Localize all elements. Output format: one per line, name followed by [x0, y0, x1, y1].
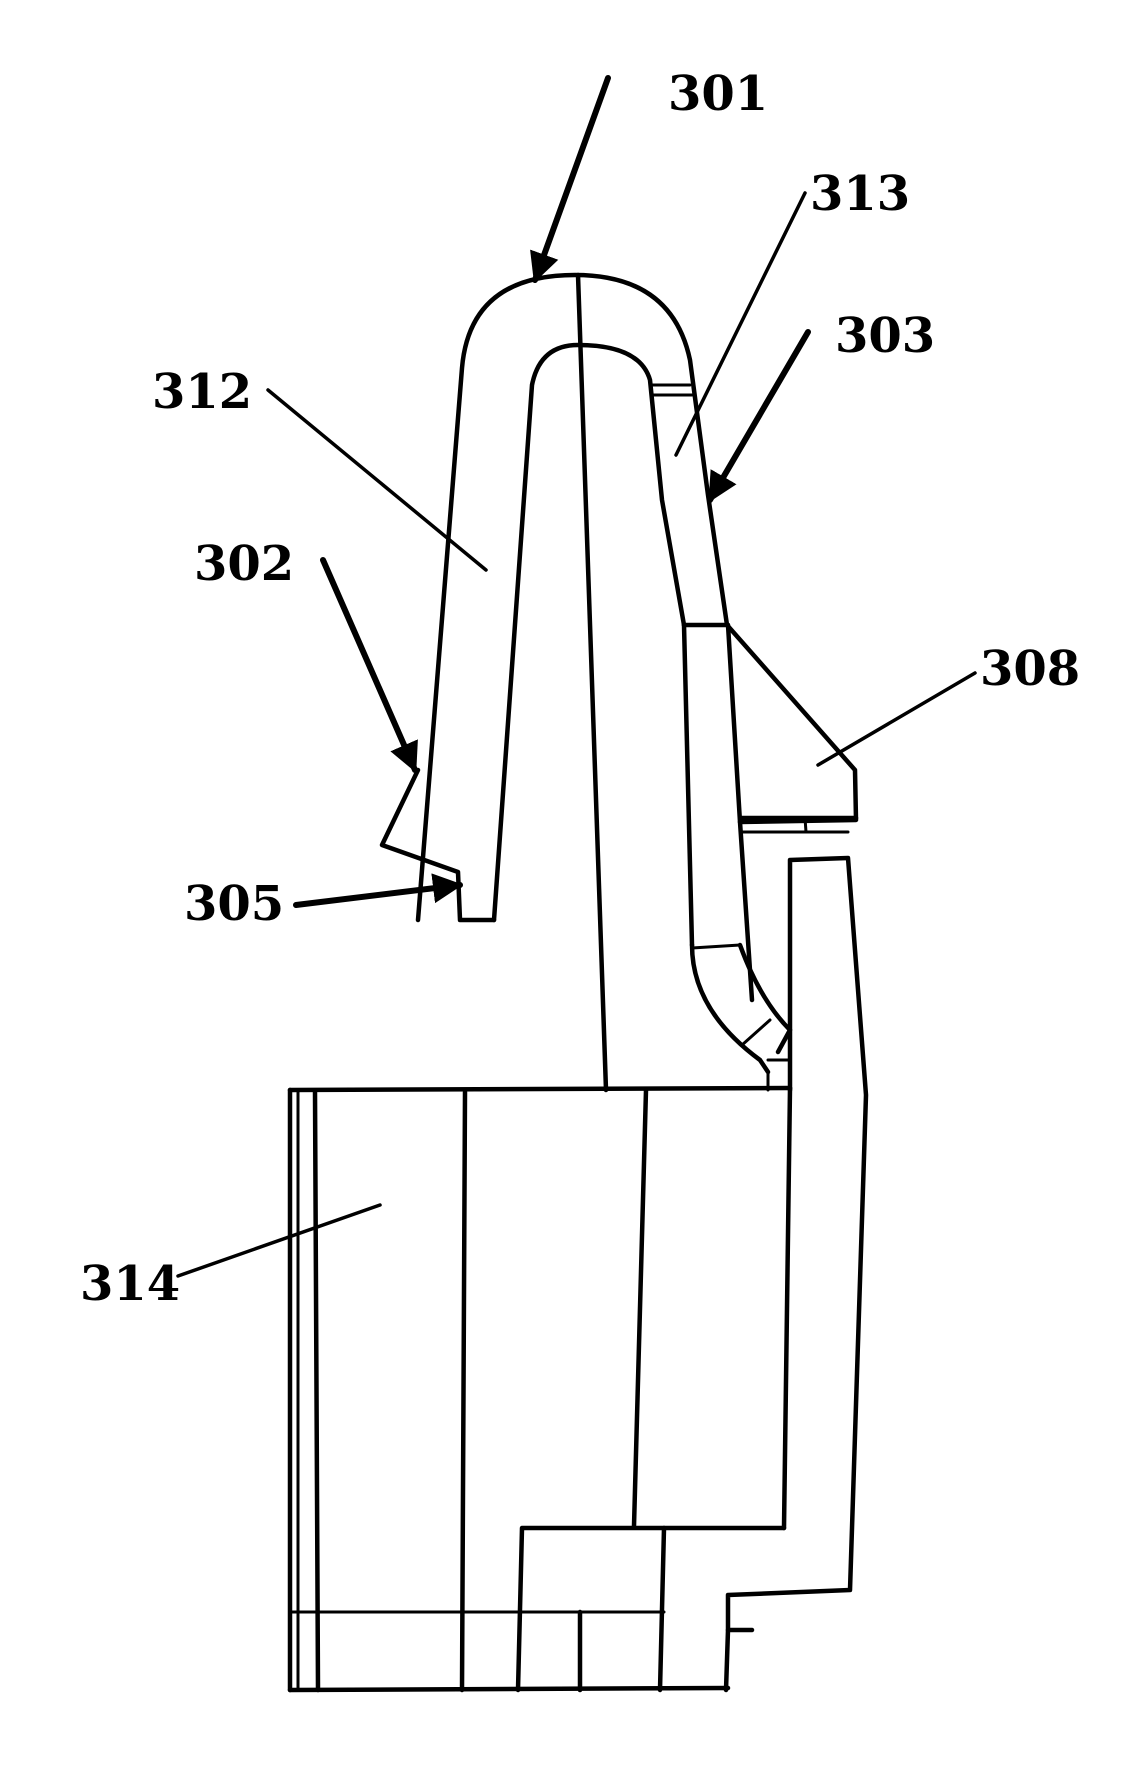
- leader-313: [674, 191, 807, 457]
- label-313: 313: [810, 166, 910, 222]
- block-bottom: [287, 1685, 731, 1693]
- leader-314: [176, 1203, 382, 1278]
- right-column: [681, 622, 755, 1003]
- block-left-3: [312, 1089, 321, 1693]
- label-308: 308: [980, 641, 1080, 697]
- shoulder-tick: [803, 816, 808, 834]
- label-312: 312: [152, 364, 252, 420]
- label-302: 302: [194, 536, 294, 592]
- label-314: 314: [80, 1256, 180, 1312]
- label-305: 305: [184, 876, 284, 932]
- arrow-303: [707, 329, 811, 503]
- block-top: [287, 1085, 793, 1093]
- leader-308: [816, 671, 977, 767]
- block-div-1: [459, 1089, 468, 1693]
- shoulder-308: [724, 622, 859, 825]
- left-hook: [379, 767, 497, 923]
- right-column-inner: [681, 622, 695, 948]
- elbow-inner: [737, 942, 793, 1055]
- lower-block: [287, 1085, 793, 1693]
- block-step-3: [723, 1627, 731, 1693]
- block-step: [515, 1525, 787, 1693]
- outer-arch: [415, 272, 730, 923]
- arrow-302: [320, 557, 418, 773]
- right-parts: [681, 622, 859, 1092]
- block-step-2: [657, 1525, 667, 1693]
- post-outline: [725, 855, 869, 1633]
- annotations: [176, 75, 977, 1278]
- block-div-2: [631, 1087, 649, 1529]
- elbow-rung: [740, 1018, 772, 1047]
- elbow-joint: [766, 1058, 792, 1087]
- center-divider: [575, 272, 609, 1093]
- upper-body: [415, 272, 730, 1093]
- inner-arch: [491, 342, 687, 923]
- label-303: 303: [835, 308, 935, 364]
- block-div-3: [781, 1085, 793, 1531]
- leader-312: [266, 388, 488, 572]
- arrow-301: [530, 75, 611, 283]
- label-301: 301: [668, 66, 768, 122]
- hook-outline: [379, 767, 497, 923]
- elbow-top: [690, 943, 742, 950]
- elbow-bend: [689, 942, 771, 1075]
- labels: 301 313 303 312 302 308 305 314: [80, 66, 1080, 1312]
- arrow-305: [293, 873, 463, 908]
- right-post: [725, 855, 869, 1633]
